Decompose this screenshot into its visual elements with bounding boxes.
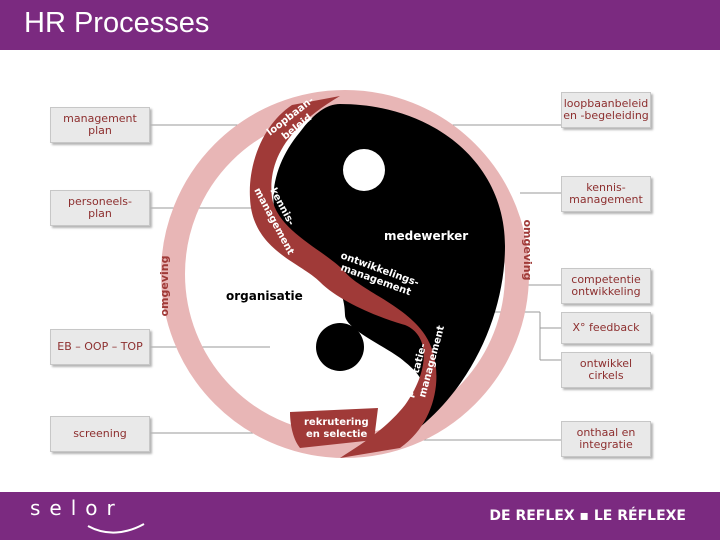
right-box-line: ontwikkel [579,357,633,370]
outer-ring [161,90,529,458]
medewerker-label: medewerker [384,229,468,243]
right-box-line: cirkels [588,369,624,382]
right-box-line: en -begeleiding [563,109,649,122]
right-box-onthaal[interactable]: onthaal en integratie [561,421,651,457]
right-box-feedback[interactable]: X° feedback [561,312,651,344]
right-box-line: integratie [579,438,633,451]
ring-label-right: omgeving [521,220,534,281]
footer-slogan: DE REFLEX ▪ LE RÉFLEXE [489,508,686,524]
hr-process-band [249,96,437,458]
right-box-loopbaanbeleid[interactable]: loopbaanbeleid en -begeleiding [561,92,651,128]
hr-yin-yang-diagram: omgeving omgeving medewerker organisatie… [148,90,561,458]
band-label-rekrutering-1: rekrutering [304,417,369,428]
band-label-rekrutering-2: en selectie [306,429,367,440]
left-box-personeelsplan[interactable]: personeels- plan [50,190,150,226]
right-box-line: onthaal en [576,426,636,439]
left-box-line: management [63,112,137,125]
title-bar: HR Processes [0,0,720,50]
left-box-management-plan[interactable]: management plan [50,107,150,143]
left-box-line: plan [88,207,112,220]
left-box-eb-oop-top[interactable]: EB – OOP – TOP [50,329,150,365]
page-title: HR Processes [24,7,210,39]
right-box-line: management [569,193,643,206]
right-box-line: kennis- [586,181,626,194]
right-box-competentie[interactable]: competentie ontwikkeling [561,268,651,304]
right-box-line: competentie [571,273,641,286]
medewerker-half [273,104,505,448]
logo-swoosh-icon [87,523,145,534]
ring-label-left: omgeving [158,256,171,317]
right-box-line: X° feedback [572,321,640,334]
left-box-screening[interactable]: screening [50,416,150,452]
left-box-line: EB – OOP – TOP [57,340,143,353]
organisatie-eye [343,149,385,191]
right-box-line: ontwikkeling [571,285,641,298]
left-box-line: screening [73,427,127,440]
right-box-kennismanagement[interactable]: kennis- management [561,176,651,212]
medewerker-eye [316,323,364,371]
footer-bar: selor DE REFLEX ▪ LE RÉFLEXE [0,492,720,540]
rekrutering-ribbon [290,408,378,448]
selor-logo: selor [30,496,124,520]
left-box-line: plan [88,124,112,137]
right-box-ontwikkelcirkels[interactable]: ontwikkel cirkels [561,352,651,388]
left-box-line: personeels- [68,195,132,208]
right-box-line: loopbaanbeleid [563,97,649,110]
organisatie-label: organisatie [226,289,303,303]
